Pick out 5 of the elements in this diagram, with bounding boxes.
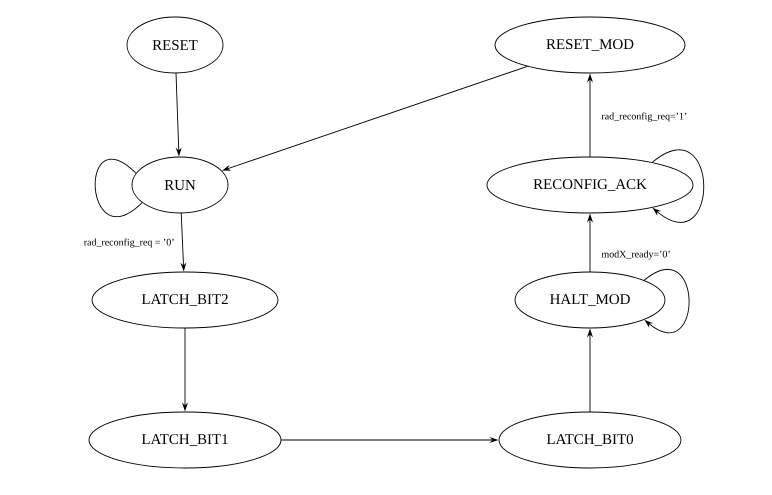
loop-arrow — [652, 149, 704, 223]
loop-arrow — [644, 268, 690, 334]
edge-label: modX_ready=’0’ — [602, 250, 670, 260]
edge-label: rad_reconfig_req=’1’ — [602, 112, 686, 122]
edge-label: rad_reconfig_req = ’0’ — [84, 238, 174, 248]
